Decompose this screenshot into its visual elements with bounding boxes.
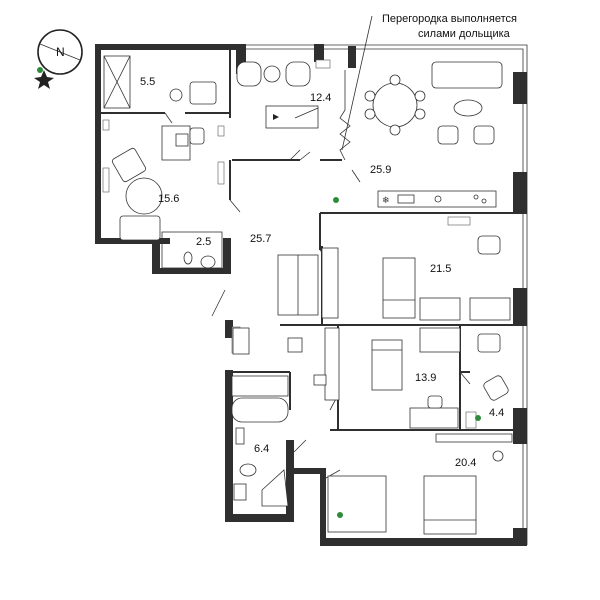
exterior-walls xyxy=(95,44,527,546)
note-leader-line xyxy=(341,15,373,151)
master-bedroom-furniture xyxy=(327,433,513,535)
den-furniture xyxy=(236,61,319,161)
toilet-furniture xyxy=(161,231,223,269)
room-areas: 5.5 15.6 2.5 25.7 12.4 25.9 21.5 13.9 4.… xyxy=(140,76,504,469)
plants xyxy=(37,67,481,518)
loggia-furniture xyxy=(477,333,509,401)
area-den: 12.4 xyxy=(310,92,331,104)
area-loggia: 4.4 xyxy=(489,407,504,419)
area-storage: 5.5 xyxy=(140,76,155,88)
area-study: 15.6 xyxy=(158,193,179,205)
note-line-1: Перегородка выполняется xyxy=(382,13,517,25)
svg-text:❄: ❄ xyxy=(382,196,390,206)
area-kitchen-living: 25.9 xyxy=(370,164,391,176)
storage-furniture xyxy=(103,55,217,109)
study-furniture xyxy=(111,125,205,241)
area-bedroom-1: 21.5 xyxy=(430,263,451,275)
area-bathroom: 6.4 xyxy=(254,443,269,455)
compass: N xyxy=(34,29,83,89)
hall-furniture xyxy=(232,327,327,386)
area-bedroom-2: 13.9 xyxy=(415,372,436,384)
bedroom-1-furniture xyxy=(277,235,511,321)
compass-north-label: N xyxy=(56,45,65,59)
compass-ring xyxy=(37,29,83,75)
area-master-bedroom: 20.4 xyxy=(455,457,476,469)
compass-star-icon xyxy=(34,70,54,89)
bathroom-furniture xyxy=(231,375,289,507)
bedroom-2-furniture xyxy=(324,327,461,429)
area-hall: 25.7 xyxy=(250,233,271,245)
kitchen-living-furniture: ❄ xyxy=(364,61,503,208)
note-line-2: силами дольщика xyxy=(418,28,511,40)
outer-frame xyxy=(240,44,528,545)
area-toilet: 2.5 xyxy=(196,236,211,248)
